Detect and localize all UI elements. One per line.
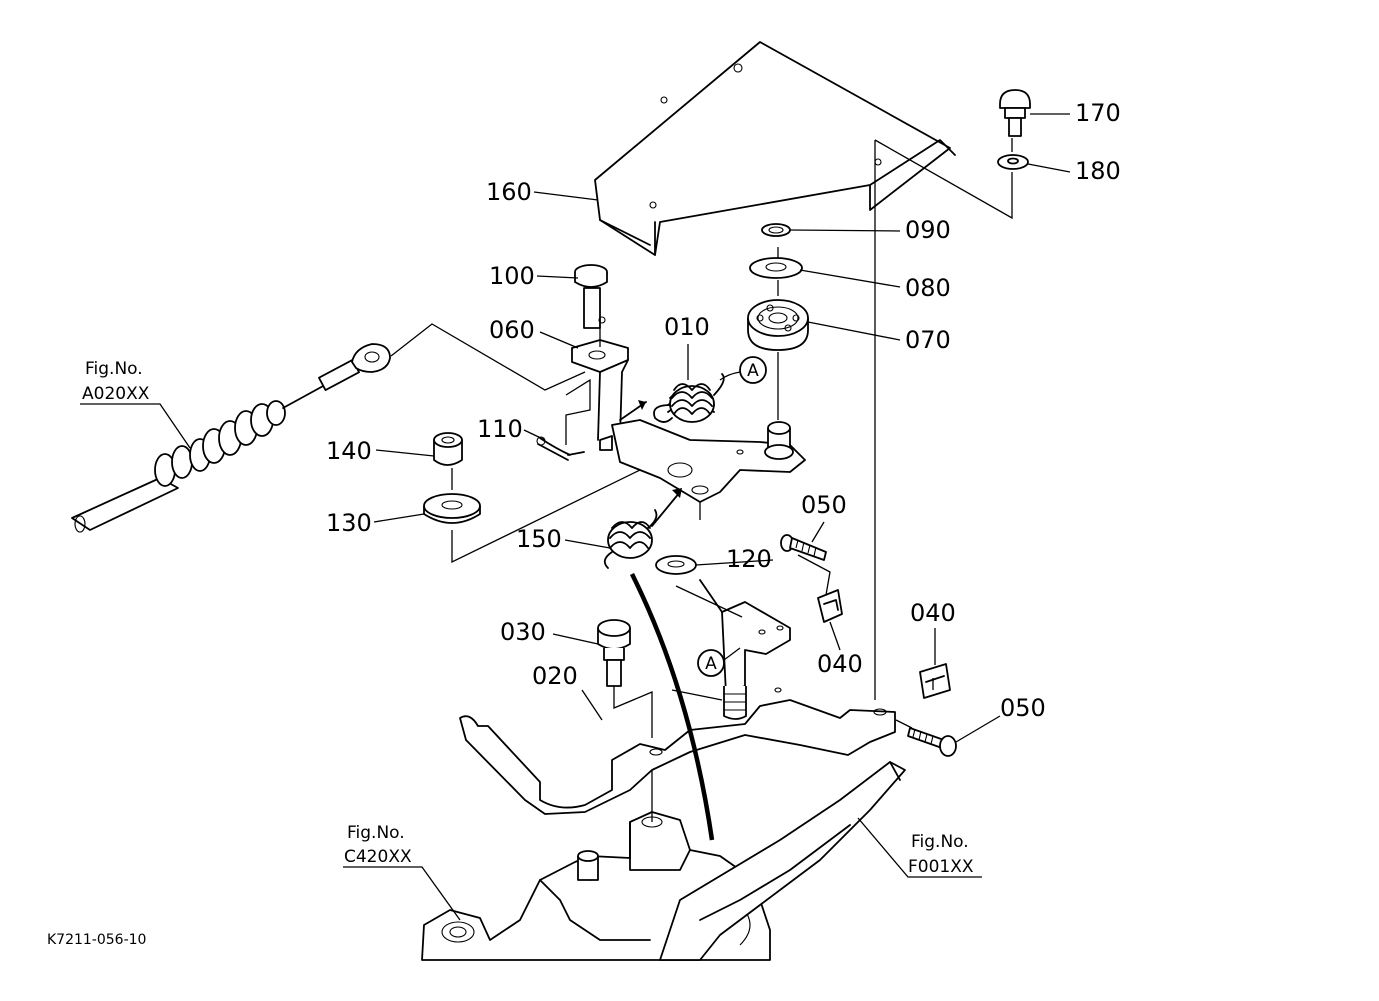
label-040-upper: 040	[910, 599, 956, 627]
label-110: 110	[477, 415, 523, 443]
bracket-020	[459, 579, 896, 815]
washer-180	[997, 154, 1029, 170]
label-160: 160	[486, 178, 532, 206]
label-120: 120	[726, 545, 772, 573]
frame-member	[659, 761, 906, 961]
cover-plate-160	[594, 41, 956, 256]
clip-040-upper	[817, 589, 843, 623]
label-130: 130	[326, 509, 372, 537]
assembly-guide-lines	[390, 138, 1013, 822]
label-070: 070	[905, 326, 951, 354]
detail-mark-a-lower: A	[697, 647, 741, 677]
control-cable	[71, 343, 391, 533]
label-100: 100	[489, 262, 535, 290]
cotter-pin-110	[536, 436, 585, 461]
diagram-code: K7211-056-10	[47, 932, 146, 948]
label-050-lower: 050	[1000, 694, 1046, 722]
spring-150	[603, 509, 658, 569]
snap-ring-090	[761, 223, 791, 237]
svg-text:F001XX: F001XX	[908, 857, 974, 877]
bearing-070	[747, 299, 809, 351]
svg-text:A020XX: A020XX	[82, 384, 150, 404]
leader-lines	[80, 113, 1071, 921]
svg-text:Fig.No.: Fig.No.	[85, 359, 143, 379]
bolt-050-lower	[907, 727, 957, 757]
label-170: 170	[1075, 99, 1121, 127]
assembly-arrows	[619, 400, 682, 527]
nut-140	[433, 432, 463, 466]
fig-ref-f001xx: Fig.No. F001XX	[908, 832, 974, 877]
label-050-upper: 050	[801, 491, 847, 519]
washer-130	[423, 493, 481, 524]
svg-text:A: A	[705, 654, 717, 674]
fig-ref-a020xx: Fig.No. A020XX	[82, 359, 150, 404]
clip-040-lower	[919, 663, 951, 699]
svg-text:C420XX: C420XX	[344, 847, 412, 867]
bolt-050-upper	[780, 534, 827, 561]
lever-plate	[599, 419, 806, 503]
detail-mark-a-upper: A	[719, 356, 767, 384]
svg-text:A: A	[747, 361, 759, 381]
bracket-060	[571, 339, 629, 441]
label-020: 020	[532, 662, 578, 690]
label-030: 030	[500, 618, 546, 646]
bolt-170	[999, 89, 1031, 137]
pin-100	[574, 264, 608, 329]
stud-030	[597, 619, 631, 687]
washer-080	[749, 257, 803, 279]
fig-ref-c420xx: Fig.No. C420XX	[344, 823, 412, 867]
label-150: 150	[516, 525, 562, 553]
svg-text:Fig.No.: Fig.No.	[347, 823, 405, 843]
label-040-lower: 040	[817, 650, 863, 678]
label-080: 080	[905, 274, 951, 302]
svg-text:Fig.No.: Fig.No.	[911, 832, 969, 852]
label-140: 140	[326, 437, 372, 465]
label-060: 060	[489, 316, 535, 344]
label-090: 090	[905, 216, 951, 244]
label-180: 180	[1075, 157, 1121, 185]
spring-010	[653, 373, 725, 423]
washer-120	[655, 555, 697, 575]
control-rod	[629, 572, 715, 841]
label-010: 010	[664, 313, 710, 341]
part-labels: 160 170 180 090 080 070 100 060 010 110 …	[326, 99, 1121, 722]
